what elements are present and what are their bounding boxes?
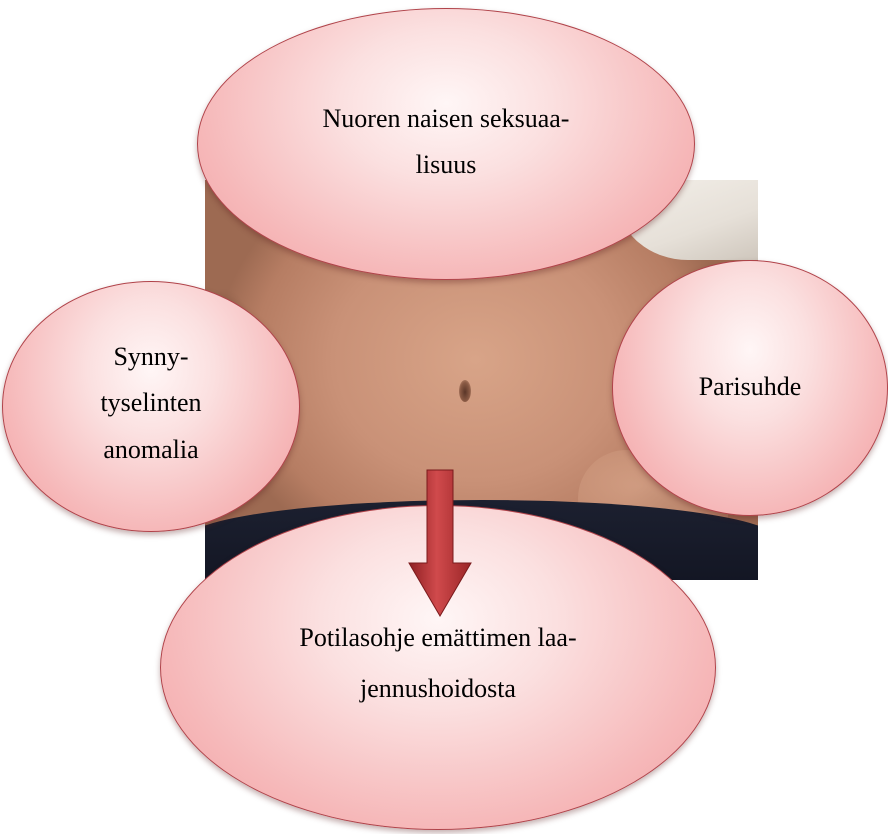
node-text-line: Parisuhde [699,367,802,407]
node-text-line: jennushoidosta [299,669,576,709]
node-relationship: Parisuhde [612,260,888,516]
node-text-line: Synny- [100,337,201,377]
node-text-line: tyselinten [100,383,201,423]
node-text: Nuoren naisen seksuaa- lisuus [323,99,570,186]
node-text: Synny- tyselinten anomalia [100,337,201,470]
node-text-line: Nuoren naisen seksuaa- [323,99,570,139]
photo-navel [459,380,471,402]
node-text: Potilasohje emättimen laa- jennushoidost… [299,618,576,709]
node-text-line: Potilasohje emättimen laa- [299,618,576,658]
node-text-line: lisuus [323,145,570,185]
node-genital-anomaly: Synny- tyselinten anomalia [2,281,300,532]
node-text-line: anomalia [100,430,201,470]
node-text: Parisuhde [699,367,802,407]
node-young-woman-sexuality: Nuoren naisen seksuaa- lisuus [197,8,695,280]
down-arrow-icon [407,468,473,618]
